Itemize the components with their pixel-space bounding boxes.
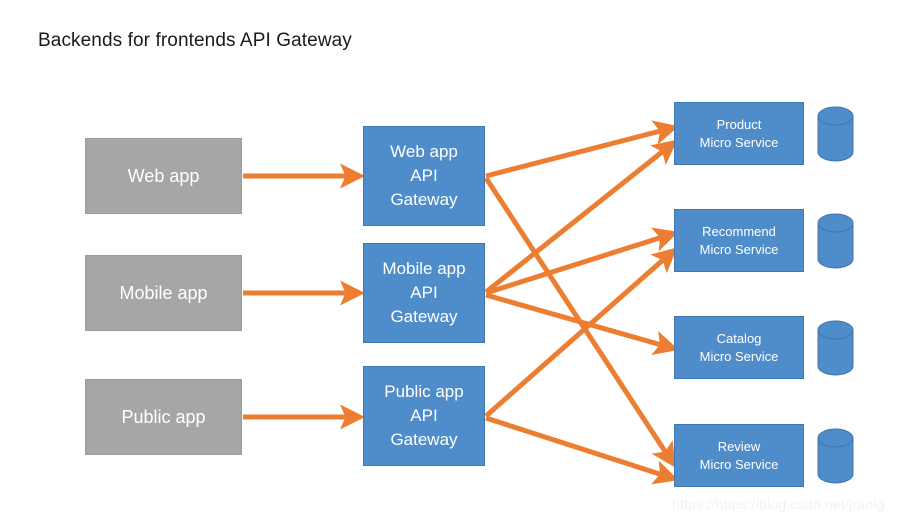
database-cylinder-review [817,428,854,484]
gateway-label-line1: Public app [384,381,464,401]
arrow-publicapp-gateway-to-recommend [484,247,678,418]
gateway-label-line3: Gateway [390,307,458,327]
client-box-public-app[interactable]: Public app [85,379,242,455]
service-label-line2: Micro Service [699,348,779,364]
gateway-box-mobile-app[interactable]: Mobile app API Gateway [363,243,485,343]
gateway-box-public-app[interactable]: Public app API Gateway [363,366,485,466]
service-label-line1: Catalog [716,330,762,346]
gateway-label-line1: Mobile app [382,258,466,278]
client-box-mobile-app[interactable]: Mobile app [85,255,242,331]
gateway-label-line2: API [410,165,438,185]
service-label-line2: Micro Service [699,241,779,257]
service-label-line1: Review [717,438,761,454]
arrow-webapp-gateway-to-product [485,120,679,179]
service-label-line2: Micro Service [699,134,779,150]
watermark-text: https://https://blog.csdn.net/jranlg [672,496,885,512]
service-label-line1: Recommend [702,223,776,239]
gateway-box-web-app[interactable]: Web app API Gateway [363,126,485,226]
client-label: Public app [121,406,206,427]
gateway-label-line2: API [410,282,438,302]
database-cylinder-recommend [817,213,854,269]
client-label: Mobile app [119,282,208,303]
arrow-mobileapp-gateway-to-recommend [485,227,679,296]
service-label-line1: Product [716,116,762,132]
service-box-product[interactable]: Product Micro Service [674,102,804,165]
arrow-publicapp-gateway-to-review [485,415,679,485]
arrow-mobileapp-gateway-to-product [484,139,678,294]
service-box-review[interactable]: Review Micro Service [674,424,804,487]
service-box-recommend[interactable]: Recommend Micro Service [674,209,804,272]
database-cylinder-product [817,106,854,162]
database-cylinder-catalog [817,320,854,376]
gateway-label-line2: API [410,405,438,425]
service-box-catalog[interactable]: Catalog Micro Service [674,316,804,379]
gateway-label-line3: Gateway [390,190,458,210]
client-label: Web app [127,165,200,186]
arrow-webapp-gateway-to-review [483,176,676,468]
gateway-label-line1: Web app [390,141,458,161]
client-box-web-app[interactable]: Web app [85,138,242,214]
gateway-label-line3: Gateway [390,430,458,450]
arrow-mobileapp-gateway-to-catalog [485,292,679,356]
service-label-line2: Micro Service [699,456,779,472]
page-title: Backends for frontends API Gateway [38,30,352,51]
